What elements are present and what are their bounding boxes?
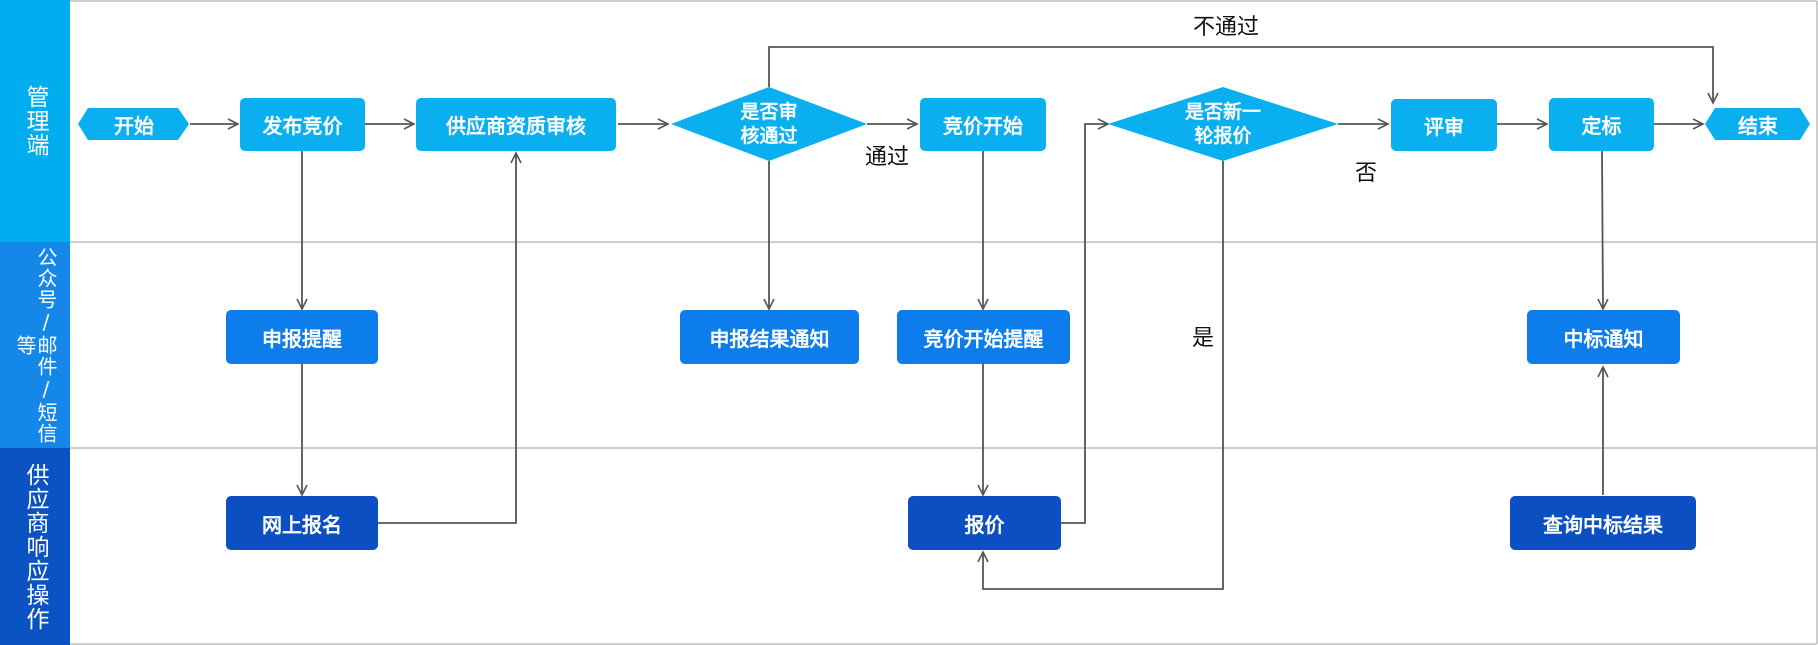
review-pass-line2: 核通过 [740,125,798,147]
evaluate-node[interactable]: 评审 [1391,99,1497,151]
qualification-review-node[interactable]: 供应商资质审核 [416,98,616,151]
report-reminder-node[interactable]: 申报提醒 [226,310,378,364]
lane-supplier-text: 供应商响应操作 [22,462,48,631]
bidding-start-reminder-node[interactable]: 竞价开始提醒 [897,310,1070,364]
start-node[interactable]: 开始 [114,113,154,138]
review-pass-label[interactable]: 是否审 核通过 [706,98,832,150]
edge-quote-newround [1061,118,1110,524]
lane-label-supplier: 供应商响应操作 [0,448,70,645]
lane-notify-text: 公众号/邮件/短信等 [13,246,58,444]
new-round-decision [1108,87,1338,161]
lane-mgmt-band [0,0,70,242]
award-node[interactable]: 定标 [1549,98,1654,151]
start-terminator [78,108,189,140]
edge-not-pass-end [768,46,1719,105]
quote-node[interactable]: 报价 [908,496,1061,550]
lane-label-notify: 公众号/邮件/短信等 [0,242,70,448]
lane-grid [70,0,1818,645]
lane-label-mgmt: 管理端 [0,0,70,242]
online-signup-node[interactable]: 网上报名 [226,496,378,550]
edge-award-notice [1597,150,1609,311]
lane-supplier-band [0,448,70,645]
publish-bid-node[interactable]: 发布竞价 [240,98,365,151]
new-round-label[interactable]: 是否新一 轮报价 [1160,98,1286,150]
lane-notify-band [0,242,70,448]
edge-label-yes: 是 [1192,326,1215,351]
new-round-line1: 是否新一 [1184,101,1261,123]
edge-label-pass: 通过 [865,145,910,170]
award-notice-node[interactable]: 中标通知 [1527,310,1680,364]
edge-label-no: 否 [1355,161,1378,186]
edge-signup-qualification [378,151,522,524]
end-terminator [1705,108,1810,140]
edge-label-not-pass: 不通过 [1193,15,1260,40]
review-pass-decision [671,87,867,161]
lane-mgmt-text: 管理端 [22,85,48,157]
bidding-start-node[interactable]: 竞价开始 [920,98,1046,151]
connectors [190,46,1719,590]
edge-newround-yes-quote [977,161,1224,590]
new-round-line2: 轮报价 [1194,125,1252,147]
review-pass-line1: 是否审 [740,101,798,123]
query-award-result-node[interactable]: 查询中标结果 [1510,496,1696,550]
end-node[interactable]: 结束 [1738,113,1778,138]
report-result-notice-node[interactable]: 申报结果通知 [680,310,859,364]
